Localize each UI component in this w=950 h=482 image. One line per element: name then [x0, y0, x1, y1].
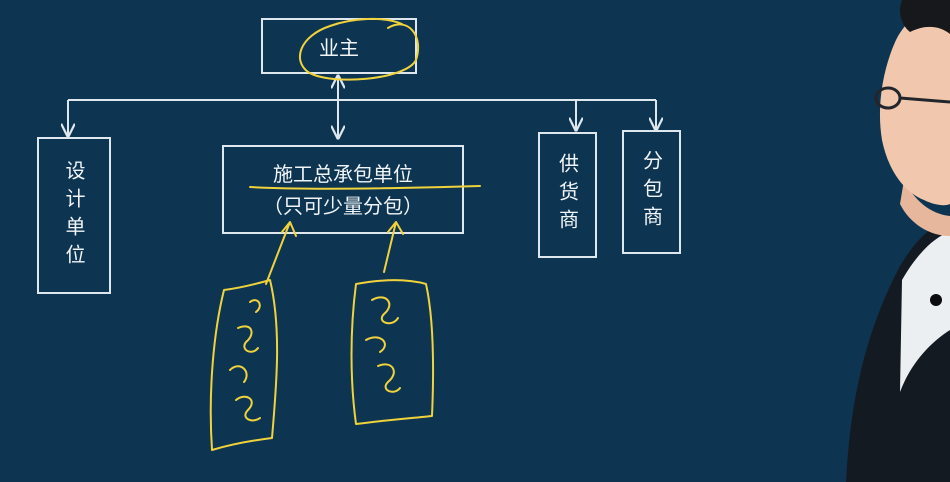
presenter-glasses-icon [874, 86, 950, 110]
annotation-arrow-right [383, 221, 404, 273]
annotation-scribble-box-left [209, 279, 279, 451]
node-general-label: 施工总承包单位 [273, 161, 413, 186]
node-design-label: 设计单位 [62, 159, 86, 272]
annotation-scribble-text-left [229, 299, 261, 422]
annotation-scribble-text-right [365, 296, 401, 393]
node-subcontractor: 分包商 [622, 130, 681, 254]
root-node-owner: 业主 [261, 18, 417, 74]
annotation-arrow-left [265, 221, 297, 285]
annotation-underline-general [249, 185, 481, 190]
root-node-label: 业主 [319, 35, 359, 60]
node-general-contractor: 施工总承包单位 （只可少量分包） [222, 145, 464, 234]
node-subcontractor-label: 分包商 [639, 150, 664, 234]
presenter-shirt [900, 232, 950, 392]
presenter-face [879, 5, 950, 206]
annotation-scribble-box-right [350, 279, 435, 425]
node-design-unit: 设计单位 [37, 137, 111, 294]
node-supplier: 供货商 [538, 132, 597, 258]
annotation-circle-around-root [298, 17, 419, 81]
presenter-neck [900, 180, 950, 236]
node-general-sublabel: （只可少量分包） [263, 193, 423, 218]
presenter-microphone-icon [930, 294, 942, 306]
node-supplier-label: 供货商 [555, 153, 580, 237]
presenter-hair [900, 0, 950, 34]
